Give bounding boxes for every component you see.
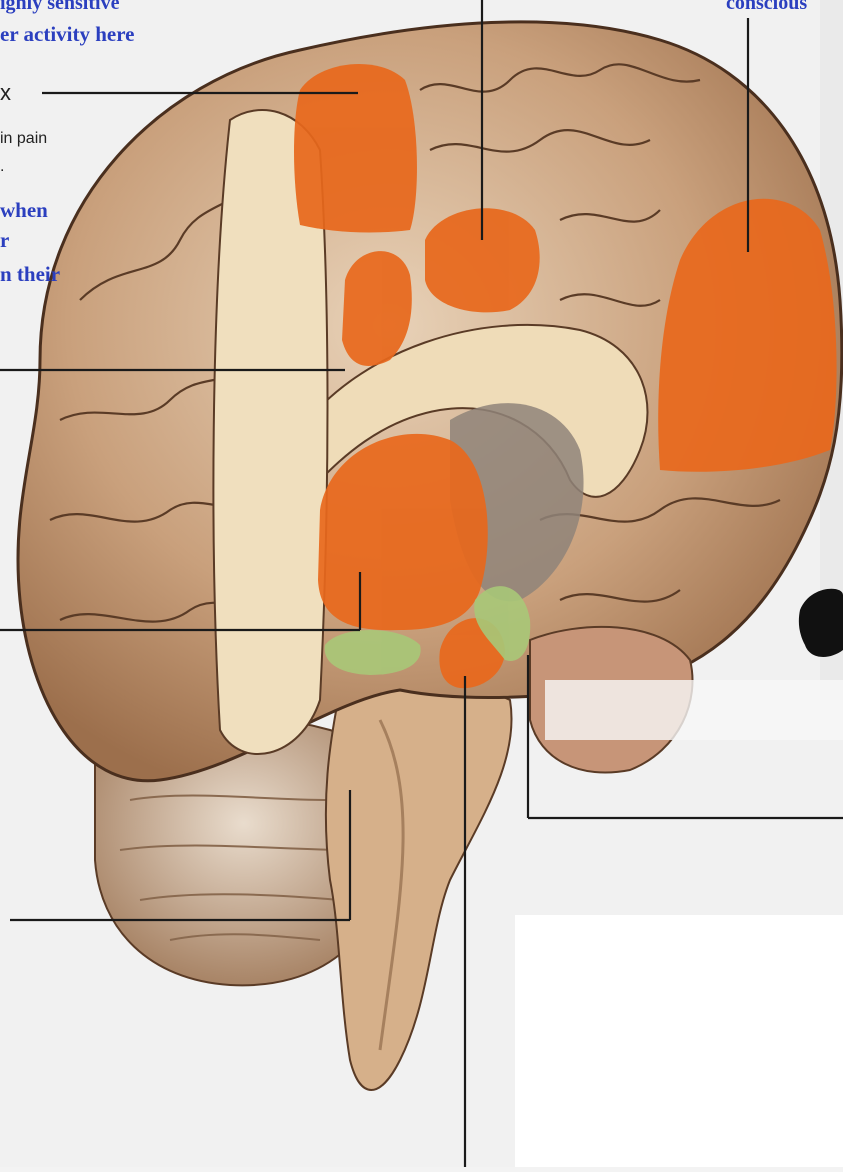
- label-left-pain: in pain: [0, 130, 47, 148]
- label-top-right: conscious: [726, 0, 807, 15]
- region-top-left: [294, 64, 417, 232]
- label-left-when: when: [0, 198, 48, 223]
- blank-area: [515, 915, 843, 1167]
- label-top-left-line1: ighly sensitive: [0, 0, 119, 15]
- blank-strip: [545, 680, 843, 740]
- label-left-x: x: [0, 80, 11, 106]
- label-left-dot: .: [0, 158, 4, 176]
- label-left-their: n their: [0, 262, 60, 287]
- label-left-r: r: [0, 228, 9, 253]
- label-top-left-line2: er activity here: [0, 22, 135, 47]
- region-green-left: [325, 630, 421, 675]
